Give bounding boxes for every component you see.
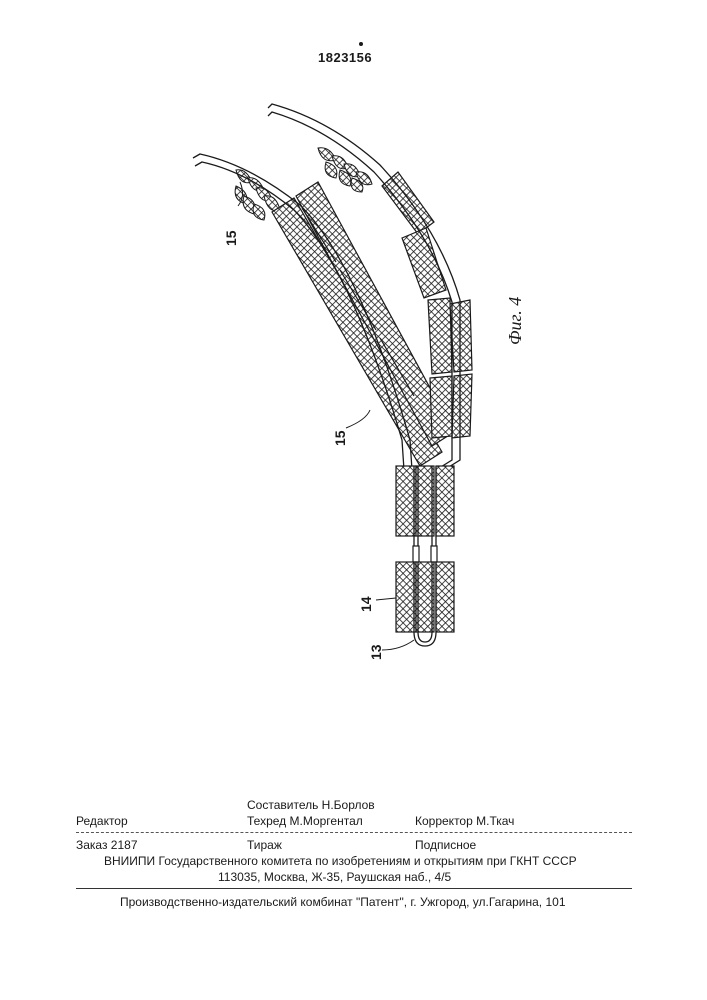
ref-label-15-top: 15 xyxy=(223,230,239,246)
leader-14 xyxy=(376,598,396,600)
patent-drawing xyxy=(0,0,707,780)
ref-label-15-mid: 15 xyxy=(332,430,348,446)
divider-bottom xyxy=(76,888,632,889)
publisher-line: Производственно-издательский комбинат "П… xyxy=(120,895,566,909)
upper-block-stack xyxy=(396,466,454,536)
lower-block-stack xyxy=(396,562,454,632)
divider-top xyxy=(76,832,632,833)
techred-line: Техред М.Моргентал xyxy=(247,814,363,828)
leader-13 xyxy=(382,640,414,650)
circulation-line: Тираж xyxy=(247,838,282,852)
right-fin-cluster xyxy=(318,148,372,192)
leader-15-mid xyxy=(346,410,370,428)
order-line: Заказ 2187 xyxy=(76,838,138,852)
corrector-line: Корректор М.Ткач xyxy=(415,814,514,828)
address-line: 113035, Москва, Ж-35, Раушская наб., 4/5 xyxy=(218,870,451,884)
ref-label-14: 14 xyxy=(358,596,374,612)
institute-line: ВНИИПИ Государственного комитета по изоб… xyxy=(104,854,577,868)
subscription-line: Подписное xyxy=(415,838,476,852)
ref-label-13: 13 xyxy=(368,644,384,660)
connector-left xyxy=(413,546,419,562)
compiler-line: Составитель Н.Борлов xyxy=(247,798,375,812)
editor-label: Редактор xyxy=(76,814,128,828)
connector-right xyxy=(431,546,437,562)
figure-caption: Фиг. 4 xyxy=(505,297,526,345)
